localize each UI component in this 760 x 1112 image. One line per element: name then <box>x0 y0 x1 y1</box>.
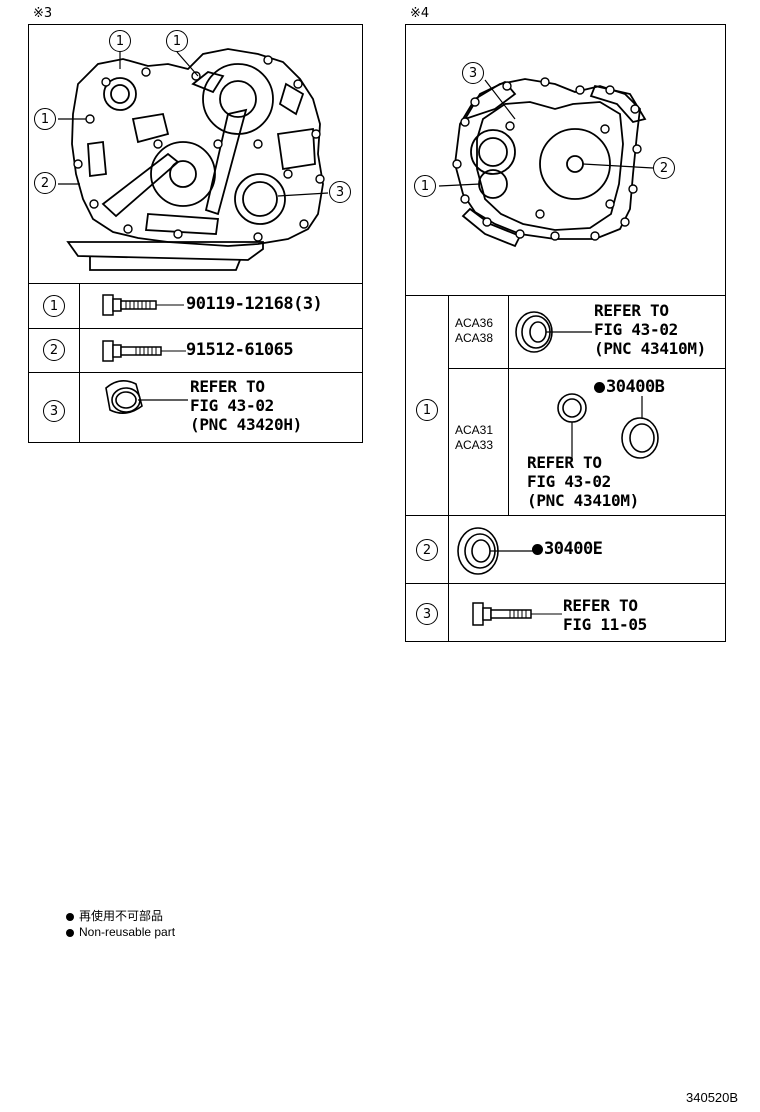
legend-jp-label: 再使用不可部品 <box>79 909 164 923</box>
refer-text-right-3: REFER TO FIG 11-05 <box>563 596 647 634</box>
non-reusable-dot <box>66 928 74 937</box>
oil-seal-icon <box>457 527 534 575</box>
part-number-30400e: 30400E <box>532 539 603 559</box>
callout-3: 3 <box>329 181 351 203</box>
callout-1a: 1 <box>109 30 131 52</box>
bolt-icon <box>102 294 184 316</box>
figure-id: 340520B <box>686 1090 739 1105</box>
section-mark-left: ※3 <box>33 6 53 21</box>
row-number-right-3: 3 <box>416 603 438 625</box>
model-list-a: ACA36 ACA38 <box>455 316 494 345</box>
callout-right-3: 3 <box>462 62 484 84</box>
non-reusable-dot <box>532 543 543 555</box>
row-number-right-1: 1 <box>416 399 438 421</box>
legend-en: Non-reusable part <box>66 925 175 939</box>
non-reusable-dot <box>594 381 605 393</box>
non-reusable-dot <box>66 912 74 921</box>
legend-jp: 再使用不可部品 <box>66 907 163 924</box>
refer-text-left-3: REFER TO FIG 43-02 (PNC 43420H) <box>190 377 302 434</box>
row-number-right-2: 2 <box>416 539 438 561</box>
transaxle-housing-illustration <box>438 77 654 248</box>
callout-2: 2 <box>34 172 56 194</box>
callout-right-2: 2 <box>653 157 675 179</box>
oil-seal-icon <box>515 311 592 353</box>
left-panel <box>28 24 363 443</box>
right-panel <box>405 24 726 642</box>
part-number-91512: 91512-61065 <box>186 340 294 360</box>
part-number-90119: 90119-12168(3) <box>186 294 323 314</box>
row-number-1: 1 <box>43 295 65 317</box>
bolt-icon <box>102 340 186 362</box>
section-mark-right: ※4 <box>410 6 430 21</box>
callout-right-1: 1 <box>414 175 436 197</box>
refer-text-right-1a: REFER TO FIG 43-02 (PNC 43410M) <box>594 301 706 358</box>
oil-seal-icon <box>621 396 659 459</box>
refer-text-right-1b: REFER TO FIG 43-02 (PNC 43410M) <box>527 453 639 510</box>
callout-1b: 1 <box>166 30 188 52</box>
transaxle-case-illustration <box>58 48 329 271</box>
callout-1c: 1 <box>34 108 56 130</box>
oil-seal-icon <box>105 380 188 414</box>
part-number-30400b: 30400B <box>594 377 665 397</box>
bolt-icon <box>472 602 562 626</box>
oil-seal-small-icon <box>557 393 587 460</box>
row-number-2: 2 <box>43 339 65 361</box>
row-number-3: 3 <box>43 400 65 422</box>
legend-en-label: Non-reusable part <box>79 925 176 939</box>
model-list-b: ACA31 ACA33 <box>455 423 494 452</box>
